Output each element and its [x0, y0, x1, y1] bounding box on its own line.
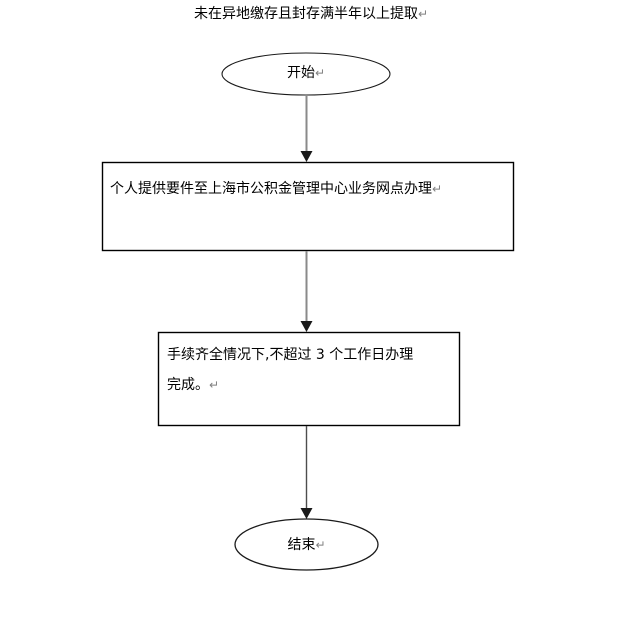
paragraph-mark-icon: ↵	[432, 182, 443, 196]
paragraph-mark-icon: ↵	[315, 538, 326, 552]
node-start-label: 开始↵	[222, 65, 390, 81]
paragraph-mark-icon: ↵	[417, 7, 429, 21]
node-process2-line2: 完成。	[167, 377, 209, 393]
node-process2-shape[interactable]	[157, 331, 461, 427]
node-end-label: 结束↵	[235, 537, 378, 553]
node-process2-line2-wrap: 完成。↵	[167, 370, 452, 400]
connector-start-to-process1	[300, 95, 313, 162]
page-title-text: 未在异地缴存且封存满半年以上提取	[193, 6, 418, 22]
node-process1-label: 个人提供要件至上海市公积金管理中心业务网点办理↵	[110, 174, 510, 204]
node-end-text: 结束	[287, 537, 316, 553]
node-start-text: 开始	[286, 65, 315, 81]
node-process2-label: 手续齐全情况下,不超过 3 个工作日办理完成。↵	[167, 340, 452, 400]
paragraph-mark-icon: ↵	[209, 378, 220, 392]
node-process2-line1: 手续齐全情况下,不超过 3 个工作日办理	[167, 347, 414, 363]
node-end-shape[interactable]	[234, 518, 379, 571]
page-title: 未在异地缴存且封存满半年以上提取↵	[0, 5, 622, 23]
connector-process2-to-end	[300, 426, 313, 519]
node-process1-shape[interactable]	[101, 161, 515, 252]
paragraph-mark-icon: ↵	[314, 66, 326, 80]
node-process1-text: 个人提供要件至上海市公积金管理中心业务网点办理	[110, 181, 432, 197]
connector-process1-to-process2	[300, 251, 313, 332]
